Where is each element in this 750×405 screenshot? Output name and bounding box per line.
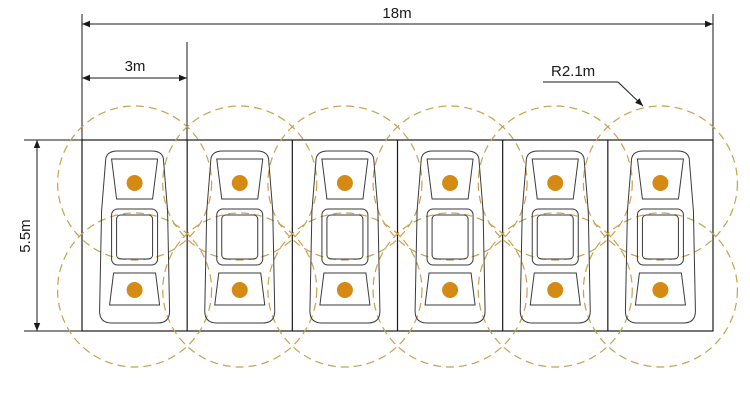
coverage-circle	[477, 212, 633, 368]
car-roof	[531, 208, 579, 266]
car-rear-window	[109, 272, 161, 306]
car-rear-window	[214, 272, 266, 306]
total-length-label: 18m	[382, 5, 411, 22]
car-body	[204, 150, 276, 324]
light-dot	[547, 282, 564, 298]
car-body	[624, 150, 696, 324]
light-dot	[126, 282, 143, 298]
cars	[99, 150, 696, 324]
bay-width-label: 3m	[125, 58, 146, 75]
car-roof-inner	[116, 214, 154, 260]
parking-bays	[81, 139, 714, 332]
car-windshield	[216, 158, 264, 200]
light-dot	[336, 175, 353, 191]
radius-leader-arrow	[617, 81, 644, 107]
car-roof	[426, 208, 474, 266]
car-windshield	[426, 158, 474, 200]
car-roof-inner	[221, 214, 259, 260]
car-windshield	[321, 158, 369, 200]
car-rear-window	[634, 272, 686, 306]
car-rear-window	[424, 272, 476, 306]
car-body	[414, 150, 486, 324]
coverage-circle	[372, 105, 528, 261]
light-dot	[231, 282, 248, 298]
light-dot	[126, 175, 143, 191]
depth-label: 5.5m	[17, 219, 34, 252]
dimension-total-length: 18m	[81, 5, 714, 140]
car-rear-window	[319, 272, 371, 306]
coverage-circle	[267, 212, 423, 368]
car-body	[519, 150, 591, 324]
light-dot	[442, 175, 459, 191]
car-roof-inner	[536, 214, 574, 260]
car-roof	[321, 208, 369, 266]
car-roof-inner	[431, 214, 469, 260]
light-dot	[336, 282, 353, 298]
radius-label: R2.1m	[551, 63, 595, 80]
light-dot	[547, 175, 564, 191]
car-rear-window	[529, 272, 581, 306]
dimension-depth: 5.5m	[17, 139, 82, 332]
light-dot	[652, 282, 669, 298]
car-top-view	[99, 150, 171, 324]
car-top-view	[414, 150, 486, 324]
car-roof	[111, 208, 159, 266]
car-roof-inner	[326, 214, 364, 260]
lights	[126, 175, 669, 298]
radius-callout: R2.1m	[543, 63, 644, 107]
coverage-circle	[162, 212, 318, 368]
coverage-circle	[56, 212, 213, 368]
car-roof	[636, 208, 684, 266]
coverage-circle	[372, 212, 528, 368]
coverage-circle	[267, 105, 423, 261]
coverage-circles	[56, 105, 739, 368]
car-windshield	[111, 158, 159, 200]
coverage-circle	[477, 105, 633, 261]
car-windshield	[531, 158, 579, 200]
car-top-view	[309, 150, 381, 324]
coverage-circle	[162, 105, 318, 261]
coverage-circle	[582, 105, 739, 261]
car-roof	[216, 208, 264, 266]
car-top-view	[204, 150, 276, 324]
car-roof-inner	[641, 214, 679, 260]
light-dot	[652, 175, 669, 191]
light-dot	[231, 175, 248, 191]
car-body	[99, 150, 171, 324]
coverage-circle	[582, 212, 739, 368]
car-body	[309, 150, 381, 324]
dimension-bay-width: 3m	[82, 42, 188, 140]
car-top-view	[519, 150, 591, 324]
car-windshield	[636, 158, 684, 200]
car-top-view	[624, 150, 696, 324]
light-dot	[442, 282, 459, 298]
coverage-circle	[56, 105, 213, 261]
